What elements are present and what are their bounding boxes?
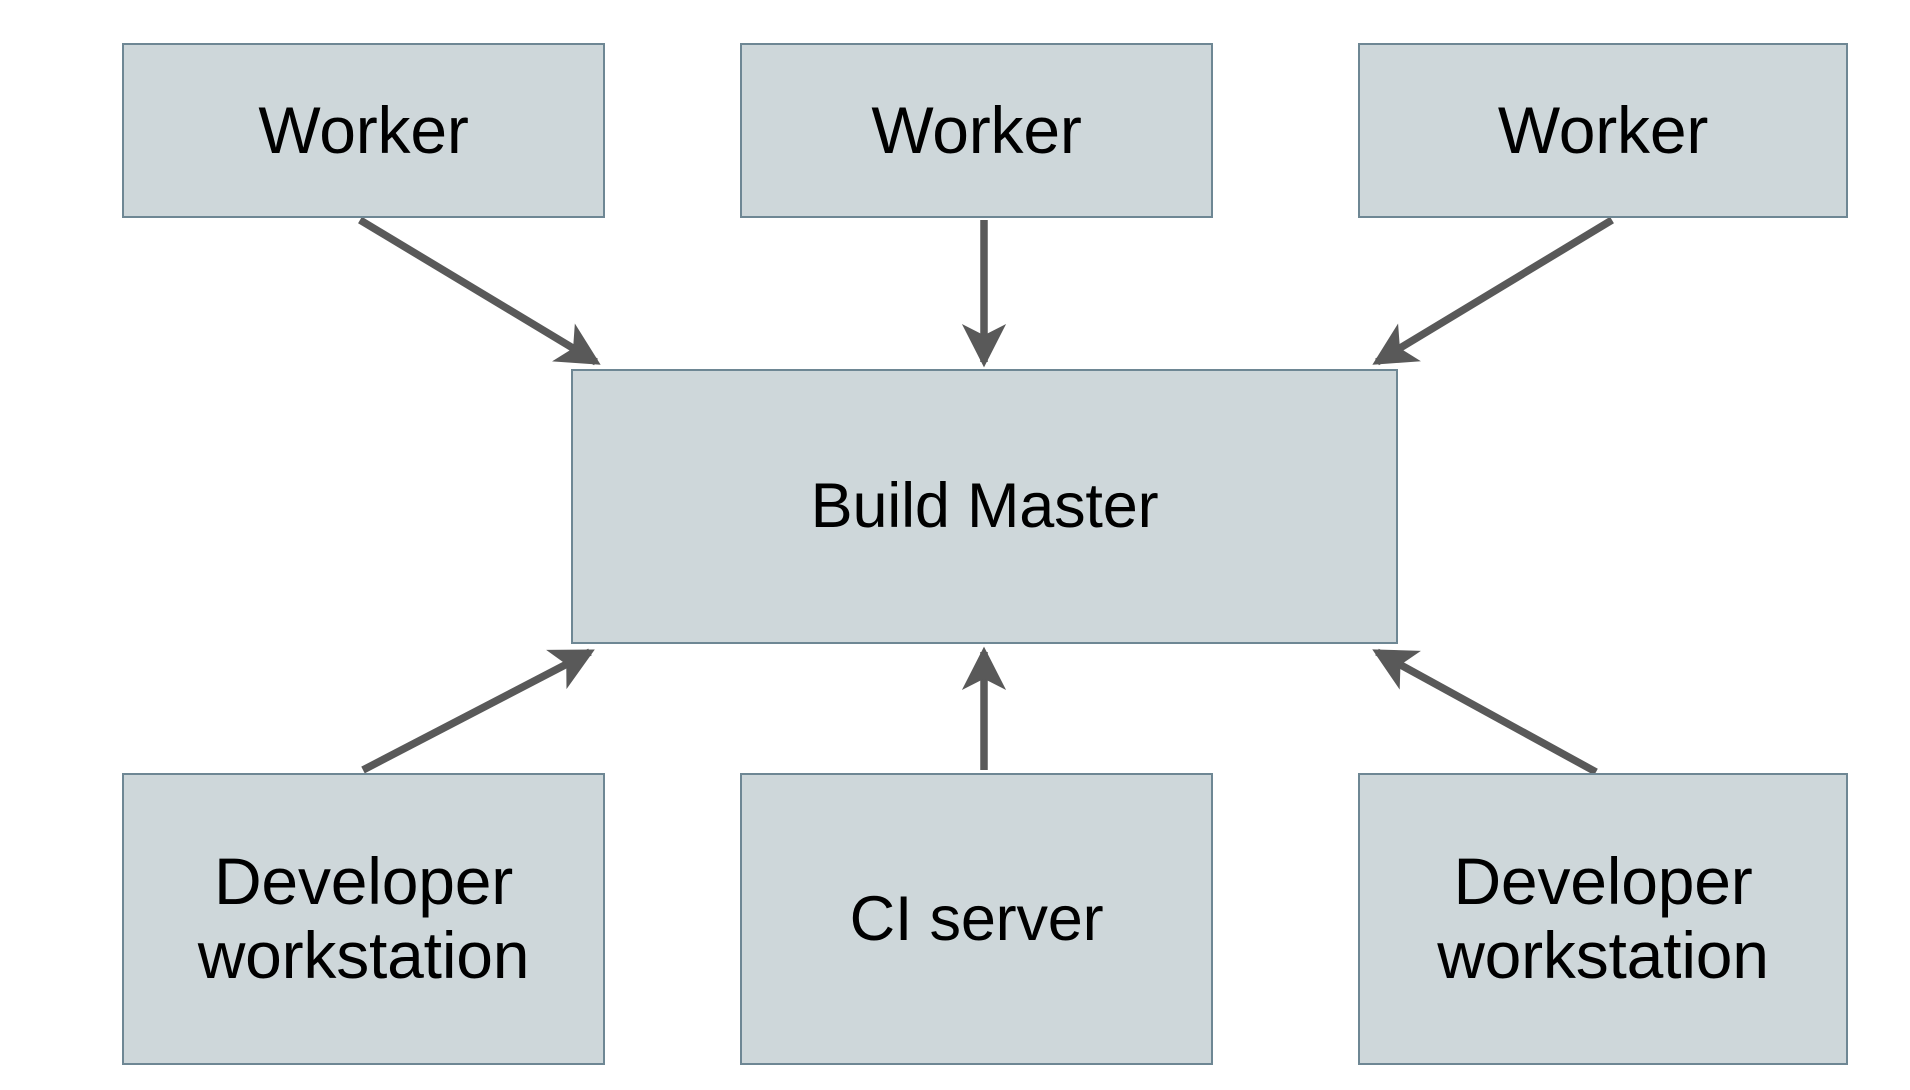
edge-worker-1-to-build-master (358, 216, 601, 366)
node-worker-1[interactable]: Worker (122, 43, 605, 218)
edge-worker-3-to-build-master (1372, 216, 1614, 366)
node-worker-1-label: Worker (258, 92, 469, 167)
node-worker-2[interactable]: Worker (740, 43, 1213, 218)
node-ci-server[interactable]: CI server (740, 773, 1213, 1065)
edge-dev-ws-2-to-build-master (1372, 648, 1598, 776)
node-worker-2-label: Worker (871, 92, 1082, 167)
node-developer-workstation-2[interactable]: Developer workstation (1358, 773, 1848, 1065)
node-developer-workstation-1[interactable]: Developer workstation (122, 773, 605, 1065)
node-worker-3[interactable]: Worker (1358, 43, 1848, 218)
node-build-master-label: Build Master (810, 471, 1159, 542)
node-worker-3-label: Worker (1497, 92, 1709, 167)
node-build-master[interactable]: Build Master (571, 369, 1398, 644)
node-developer-workstation-2-label: Developer workstation (1437, 844, 1769, 992)
node-ci-server-label: CI server (849, 883, 1104, 954)
edge-dev-ws-1-to-build-master (361, 648, 595, 774)
node-developer-workstation-1-label: Developer workstation (197, 844, 530, 992)
